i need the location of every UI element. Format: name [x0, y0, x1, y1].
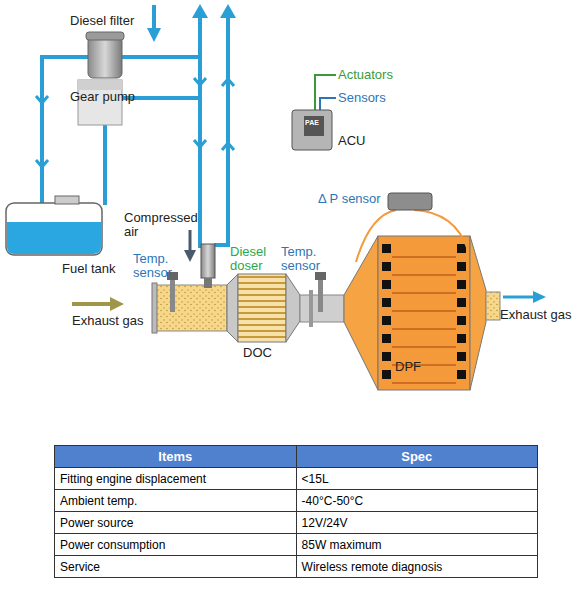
part-name: Diesel filter — [70, 14, 134, 28]
table-cell: Fitting engine displacement — [55, 468, 297, 490]
part-name: Δ P sensor — [318, 192, 381, 206]
part-name: Gear pump — [70, 90, 135, 104]
signal-name: Sensors — [338, 91, 386, 105]
part-name: Temp. sensor — [133, 252, 179, 280]
part-name: ACU — [338, 134, 365, 148]
flow-label: Exhaust gas — [500, 308, 572, 322]
table-header: Items — [55, 446, 297, 468]
part-name: Fuel tank — [62, 262, 115, 276]
table-cell: 12V/24V — [296, 512, 537, 534]
table-cell: Service — [55, 556, 297, 578]
part-name: DPF — [395, 360, 421, 374]
signal-name: Actuators — [338, 68, 393, 82]
table-cell: Wireless remote diagnosis — [296, 556, 537, 578]
part-name: DOC — [243, 346, 272, 360]
logo-text: PAE — [305, 119, 319, 127]
table-cell: Ambient temp. — [55, 490, 297, 512]
table-header: Spec — [296, 446, 537, 468]
spec-table: ItemsSpecFitting engine displacement<15L… — [54, 445, 538, 578]
table-cell: 85W maximum — [296, 534, 537, 556]
part-name: Temp. sensor — [281, 245, 327, 273]
part-name: Diesel doser — [230, 245, 276, 273]
part-name: Compressed air — [124, 211, 204, 239]
table-cell: -40°C-50°C — [296, 490, 537, 512]
table-cell: <15L — [296, 468, 537, 490]
table-cell: Power consumption — [55, 534, 297, 556]
table-cell: Power source — [55, 512, 297, 534]
flow-label: Exhaust gas — [72, 314, 144, 328]
